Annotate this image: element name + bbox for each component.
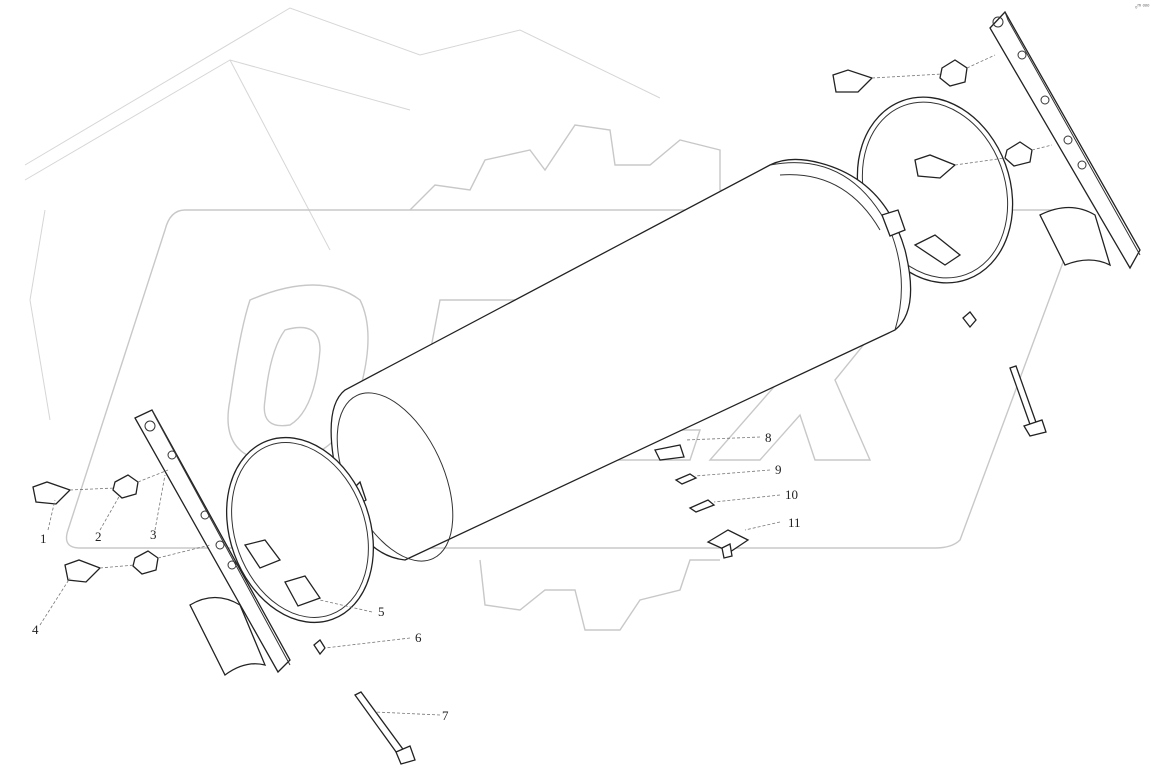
right-nut-top <box>939 59 968 87</box>
callout-3: 3 <box>150 527 157 542</box>
right-long-bolt <box>1009 365 1047 437</box>
callout-8: 8 <box>765 430 772 445</box>
background-frame-outline <box>24 7 661 421</box>
left-nut-top <box>112 474 139 499</box>
leader-lines <box>39 54 1053 716</box>
callout-2: 2 <box>95 529 102 544</box>
right-spacer <box>962 311 977 329</box>
callout-1: 1 <box>40 531 47 546</box>
callout-11: 11 <box>788 515 801 530</box>
left-strap <box>225 436 375 624</box>
callout-9: 9 <box>775 462 782 477</box>
right-bolt-middle <box>914 154 957 179</box>
spring-part-9 <box>674 473 698 485</box>
callout-labels: 1 2 3 4 5 6 7 8 9 10 11 <box>32 430 801 723</box>
right-nut-middle <box>1004 141 1033 167</box>
spring-part-10 <box>688 499 716 513</box>
callout-6: 6 <box>415 630 422 645</box>
callout-10: 10 <box>785 487 798 502</box>
callout-4: 4 <box>32 622 39 637</box>
cylinder-tank <box>330 158 912 562</box>
right-bolt-top <box>832 69 874 93</box>
left-bolt-bottom <box>64 559 102 583</box>
left-spacer <box>313 639 326 656</box>
corner-mark: ₀ᵐ ᵒᵒᵒ <box>1135 4 1150 10</box>
callout-5: 5 <box>378 604 385 619</box>
callout-7: 7 <box>442 708 449 723</box>
left-bracket <box>134 409 291 676</box>
right-bracket <box>989 10 1141 270</box>
left-long-bolt <box>354 691 416 765</box>
left-bolt-top <box>32 481 72 505</box>
drain-valve-part-11 <box>706 529 750 559</box>
left-nut-bottom <box>132 550 159 575</box>
